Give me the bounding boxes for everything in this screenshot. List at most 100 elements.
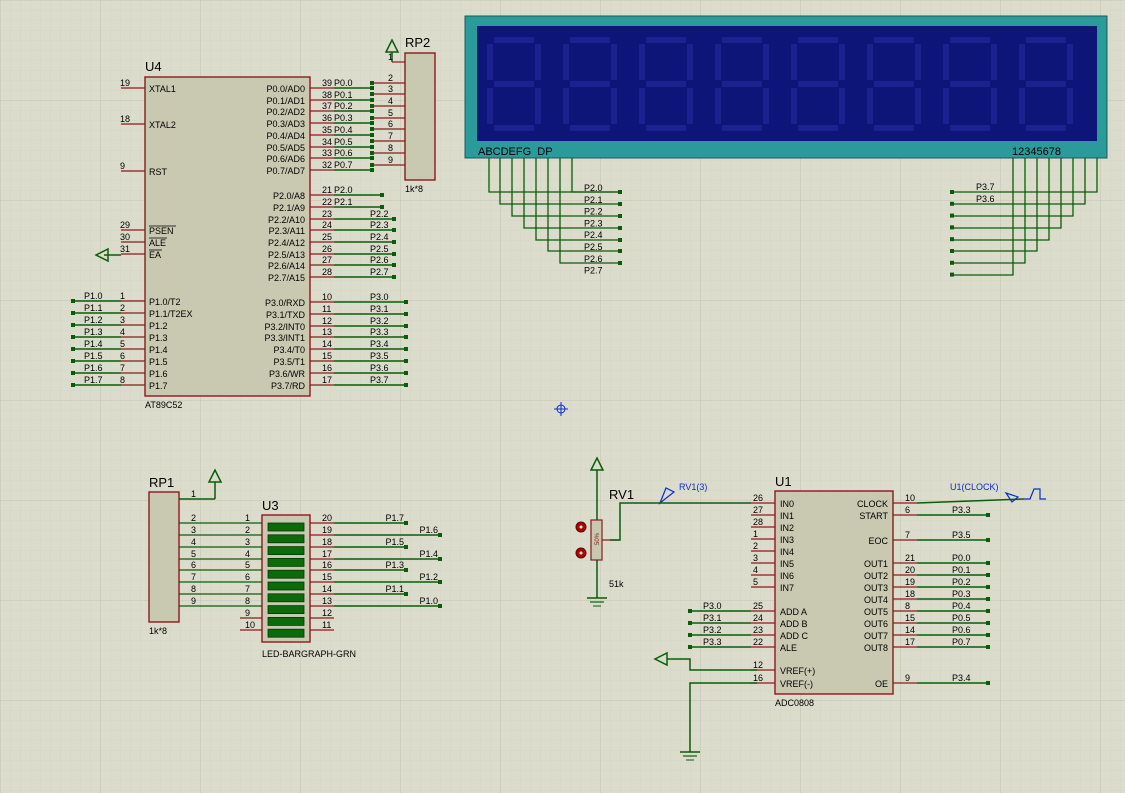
lcd-digit-wire: [952, 158, 1014, 276]
u3-left-pin-number: 4: [245, 549, 250, 559]
u1-net-terminal: [986, 621, 990, 625]
lcd-segment-label: ABCDEFG DP: [478, 146, 553, 158]
u3-left-pin-number: 7: [245, 584, 250, 594]
rp2-pin-terminal: [370, 81, 374, 85]
u4-net-terminal: [392, 240, 396, 244]
microcontroller-u4[interactable]: U4 AT89C52 19XTAL118XTAL29RST29PSEN30ALE…: [71, 59, 408, 410]
u1-net-terminal: [986, 561, 990, 565]
u3-net-label: P1.6: [419, 525, 438, 535]
led-bargraph-u3[interactable]: U3 LED-BARGRAPH-GRN 12345678910201918171…: [240, 498, 442, 659]
u1-pin-number: 24: [753, 613, 763, 623]
u3-net-terminal: [438, 580, 442, 584]
u4-net-terminal: [370, 86, 374, 90]
u3-left-pin-number: 1: [245, 513, 250, 523]
lcd-segment-net-label: P2.5: [584, 242, 603, 252]
u1-net-label: P3.1: [703, 613, 722, 623]
u4-net-label: P1.0: [84, 291, 103, 301]
lcd-digit-terminal: [950, 213, 954, 218]
u4-net-terminal: [392, 228, 396, 232]
u1-net-label: P0.6: [952, 625, 971, 635]
u1-pin-name: VREF(-): [780, 679, 813, 689]
u4-pin-number: 25: [322, 232, 332, 242]
u1-pin-name: IN7: [780, 583, 794, 593]
u4-pin-name: EA: [149, 250, 161, 260]
u1-net-terminal: [688, 609, 692, 613]
u1-pin-name: IN0: [780, 499, 794, 509]
u1-net-label: P0.2: [952, 577, 971, 587]
u4-pin-number: 30: [120, 232, 130, 242]
u1-net-terminal: [986, 681, 990, 685]
u1-pin-number: 14: [905, 625, 915, 635]
u4-net-label: P0.5: [334, 137, 353, 147]
u1-pin-name: ADD B: [780, 619, 808, 629]
u4-net-terminal: [392, 275, 396, 279]
u4-pin-number: 5: [120, 339, 125, 349]
u4-net-terminal: [71, 299, 75, 303]
rp2-pin-terminal: [370, 139, 374, 143]
lcd-digit-net-label: P3.6: [976, 194, 995, 204]
rp1-pin-number: 4: [191, 537, 196, 547]
u4-net-terminal: [71, 335, 75, 339]
rp2-pin-number: 1: [388, 52, 393, 62]
u4-pin-name: P1.2: [149, 321, 168, 331]
u4-net-terminal: [404, 347, 408, 351]
seven-segment-display[interactable]: ABCDEFG DP 12345678 P2.0P2.1P2.2P2.3P2.4…: [464, 15, 1108, 277]
u4-net-label: P3.2: [370, 316, 389, 326]
u4-net-label: P1.4: [84, 339, 103, 349]
u1-pin-name: IN5: [780, 559, 794, 569]
u1-pin-number: 15: [905, 613, 915, 623]
u1-pin-name: EOC: [868, 536, 888, 546]
u1-pin-name: IN3: [780, 535, 794, 545]
u4-pin-name: P1.5: [149, 357, 168, 367]
u4-pin-number: 22: [322, 197, 332, 207]
u1-pin-number: 18: [905, 589, 915, 599]
adc-u1[interactable]: U1 ADC0808 26IN027IN128IN21IN32IN43IN54I…: [653, 474, 1046, 761]
u4-pin-number: 38: [322, 90, 332, 100]
u4-net-terminal: [404, 312, 408, 316]
u4-pin-name: P1.3: [149, 333, 168, 343]
rp2-pin-terminal: [370, 127, 374, 131]
rp2-body: [404, 52, 436, 181]
u3-left-pin-number: 8: [245, 596, 250, 606]
u4-pin-number: 1: [120, 291, 125, 301]
clock-generator-icon: [1024, 488, 1046, 500]
rp2-pin-terminal: [370, 163, 374, 167]
u4-pin-name: P2.2/A10: [268, 215, 305, 225]
potentiometer-rv1[interactable]: RV1 51k 50% RV1(3): [575, 456, 707, 607]
lcd-segment-wire: [571, 158, 620, 193]
u4-pin-name: RST: [149, 167, 168, 177]
u4-pin-name: P2.1/A9: [273, 203, 305, 213]
u3-net-label: P1.0: [419, 596, 438, 606]
u4-pin-number: 4: [120, 327, 125, 337]
u1-net-label: P3.3: [952, 505, 971, 515]
rv1-wiper-wire: [610, 502, 660, 541]
u4-net-terminal: [392, 217, 396, 221]
u3-right-pin-number: 11: [322, 620, 331, 630]
u1-pin-number: 19: [905, 577, 915, 587]
u4-pin-name: P1.1/T2EX: [149, 309, 193, 319]
u3-net-terminal: [404, 592, 408, 596]
u1-pin-name: ADD A: [780, 607, 807, 617]
u3-left-pin-number: 3: [245, 537, 250, 547]
u1-net-label: P3.4: [952, 673, 971, 683]
rp2-pin-terminal: [370, 92, 374, 96]
u4-pin-number: 33: [322, 148, 332, 158]
lcd-digit-terminal: [950, 237, 954, 242]
u4-net-label: P2.4: [370, 232, 389, 242]
rp2-value: 1k*8: [405, 184, 423, 194]
rp2-pin-terminal: [370, 104, 374, 108]
u1-net-terminal: [986, 573, 990, 577]
u4-pin-number: 35: [322, 125, 332, 135]
u3-led-segment: [267, 628, 305, 638]
u4-part: AT89C52: [145, 400, 182, 410]
u1-pin-number: 28: [753, 517, 763, 527]
u3-net-terminal: [404, 545, 408, 549]
u4-net-label: P3.6: [370, 363, 389, 373]
u4-pin-number: 27: [322, 255, 332, 265]
u4-pin-number: 28: [322, 267, 332, 277]
rp2-pin-terminal: [370, 151, 374, 155]
u3-led-segment: [267, 617, 305, 626]
